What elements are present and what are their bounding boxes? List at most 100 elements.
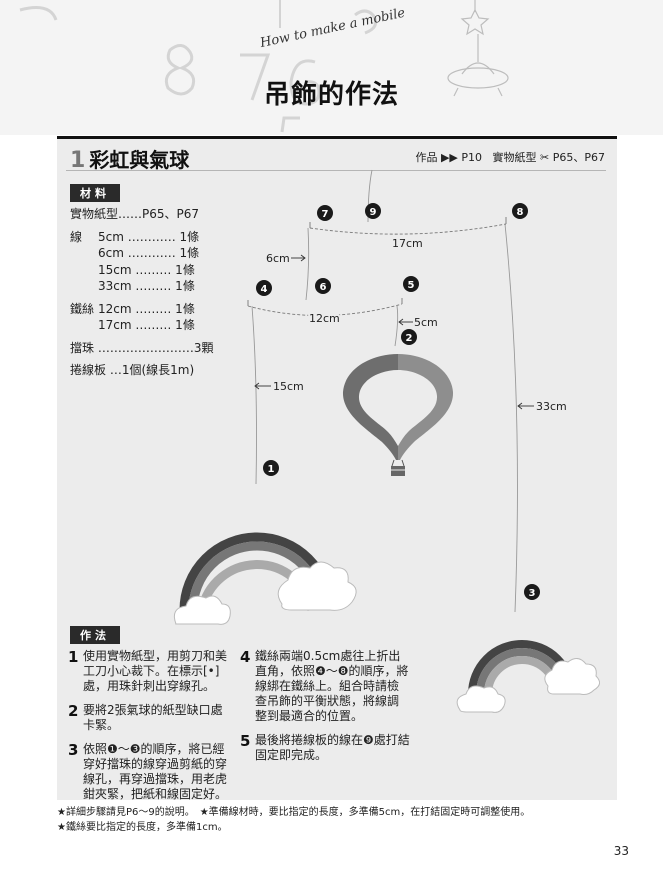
marker-2: 2 bbox=[401, 329, 417, 345]
step-text: 要將2張氣球的紙型缺口處卡緊。 bbox=[83, 703, 223, 732]
ref-work-label: 作品 bbox=[415, 151, 438, 164]
material-thread-row: 6cm ………… 1條 bbox=[70, 245, 213, 262]
rainbow-small bbox=[456, 640, 600, 713]
section-divider bbox=[66, 170, 606, 171]
thread-item: 5cm ………… 1條 bbox=[98, 229, 200, 244]
footnote-line-2: ★鐵絲要比指定的長度，多準備1cm。 bbox=[57, 822, 228, 833]
step-text: 鐵絲兩端0.5cm處往上折出直角，依照❹〜❽的順序，將線綁在鐵絲上。組合時請檢查… bbox=[255, 649, 409, 723]
dim-33cm-arrowhead bbox=[517, 402, 523, 410]
svg-text:9: 9 bbox=[370, 207, 377, 218]
header-decoration bbox=[19, 0, 509, 133]
dim-label-15cm: 15cm bbox=[273, 380, 304, 393]
wire-17cm bbox=[309, 223, 507, 235]
step-number: 5 bbox=[240, 732, 251, 750]
section-number: 1 bbox=[70, 148, 86, 173]
step-text: 使用實物紙型，用剪刀和美工刀小心裁下。在標示[•]處，用珠針刺出穿線孔。 bbox=[83, 649, 228, 693]
marker-7: 7 bbox=[317, 205, 333, 221]
material-thread-row: 33cm ……… 1條 bbox=[70, 278, 213, 295]
footnote-line-1: ★詳細步驟請見P6〜9的說明。 ★準備線材時，要比指定的長度，多準備5cm，在打… bbox=[57, 807, 531, 818]
play-arrows-icon: ▶▶ bbox=[440, 151, 458, 164]
thread-item: 33cm ……… 1條 bbox=[98, 279, 195, 293]
hot-air-balloon bbox=[342, 354, 454, 476]
dim-6cm-arrowhead bbox=[300, 254, 306, 262]
thread-33cm bbox=[504, 223, 518, 613]
page-title: 吊飾的作法 bbox=[263, 80, 399, 110]
thread-item: 15cm ……… 1條 bbox=[98, 262, 195, 277]
material-pattern: 實物紙型……P65、P67 bbox=[70, 207, 200, 221]
wire-item: 17cm ……… 1條 bbox=[98, 318, 195, 332]
content-panel bbox=[57, 136, 617, 800]
svg-text:7: 7 bbox=[322, 209, 329, 220]
section-reference: 作品 ▶▶ P10 實物紙型 ✂ P65、P67 bbox=[415, 149, 605, 165]
svg-text:8: 8 bbox=[517, 207, 524, 218]
dim-label-17cm: 17cm bbox=[392, 237, 423, 250]
materials-tag: 材料 bbox=[70, 184, 120, 202]
material-thread-row: 15cm ……… 1條 bbox=[70, 262, 213, 279]
section-title-text: 彩虹與氣球 bbox=[89, 148, 190, 172]
marker-6: 6 bbox=[315, 278, 331, 294]
balloon-inner-opening bbox=[358, 370, 438, 446]
cloud-large-left bbox=[173, 595, 231, 625]
svg-text:5: 5 bbox=[408, 280, 415, 291]
svg-text:3: 3 bbox=[529, 588, 536, 599]
dim-15cm-arrowhead bbox=[254, 382, 260, 390]
wire-label: 鐵絲 bbox=[70, 301, 95, 316]
svg-text:2: 2 bbox=[406, 333, 413, 344]
thread-item: 6cm ………… 1條 bbox=[98, 246, 200, 260]
marker-4: 4 bbox=[256, 280, 272, 296]
material-board: 捲線板 …1個(線長1m) bbox=[70, 363, 195, 377]
dim-label-12cm: 12cm bbox=[309, 312, 340, 325]
balloon-left-rope bbox=[391, 459, 395, 467]
thread-15cm bbox=[251, 305, 257, 485]
thread-5cm bbox=[394, 305, 399, 347]
scissors-icon: ✂ bbox=[540, 151, 550, 164]
step-number: 4 bbox=[240, 648, 251, 666]
ref-pattern-label: 實物紙型 bbox=[492, 151, 537, 164]
svg-text:6: 6 bbox=[320, 282, 327, 293]
marker-9: 9 bbox=[365, 203, 381, 219]
ref-work-page: P10 bbox=[461, 151, 483, 164]
balloon-right-rope bbox=[401, 459, 405, 467]
dim-label-33cm: 33cm bbox=[536, 400, 567, 413]
materials-list: 實物紙型……P65、P67 線 5cm ………… 1條 6cm ………… 1條 1… bbox=[70, 206, 213, 379]
marker-1: 1 bbox=[263, 460, 279, 476]
ref-pattern-pages: P65、P67 bbox=[552, 151, 605, 164]
step-text: 依照❶〜❸的順序，將已經穿好擋珠的線穿過剪紙的穿線孔，再穿過擋珠，用老虎鉗夾緊，… bbox=[83, 742, 228, 801]
page-header: How to make a mobile 吊飾的作法 bbox=[0, 0, 663, 135]
cloud-small-left bbox=[456, 685, 506, 713]
thread-6cm bbox=[305, 227, 310, 301]
svg-text:1: 1 bbox=[268, 464, 275, 475]
wire-12cm bbox=[247, 303, 403, 316]
balloon-basket bbox=[391, 466, 405, 476]
cloud-large-right bbox=[277, 561, 357, 611]
dim-label-6cm: 6cm bbox=[266, 252, 290, 265]
rainbow-large bbox=[173, 532, 357, 625]
marker-3: 3 bbox=[524, 584, 540, 600]
marker-5: 5 bbox=[403, 276, 419, 292]
cloud-small-right bbox=[544, 658, 600, 695]
svg-text:4: 4 bbox=[261, 284, 268, 295]
marker-8: 8 bbox=[512, 203, 528, 219]
wire-item: 12cm ……… 1條 bbox=[98, 301, 195, 316]
step-number: 3 bbox=[68, 741, 79, 759]
step-number: 1 bbox=[68, 648, 79, 666]
material-thread-row: 線 5cm ………… 1條 bbox=[70, 229, 213, 246]
footnotes: ★詳細步驟請見P6〜9的說明。 ★準備線材時，要比指定的長度，多準備5cm，在打… bbox=[57, 805, 530, 835]
step-text: 最後將捲線板的線在❾處打結固定即完成。 bbox=[255, 733, 410, 762]
material-bead: 擋珠 ……………………3顆 bbox=[70, 340, 214, 355]
page-number: 33 bbox=[613, 844, 629, 858]
step-number: 2 bbox=[68, 702, 79, 720]
thread-label: 線 bbox=[70, 229, 83, 244]
dim-5cm-arrowhead bbox=[398, 318, 404, 326]
material-wire-row: 17cm ……… 1條 bbox=[70, 317, 213, 334]
